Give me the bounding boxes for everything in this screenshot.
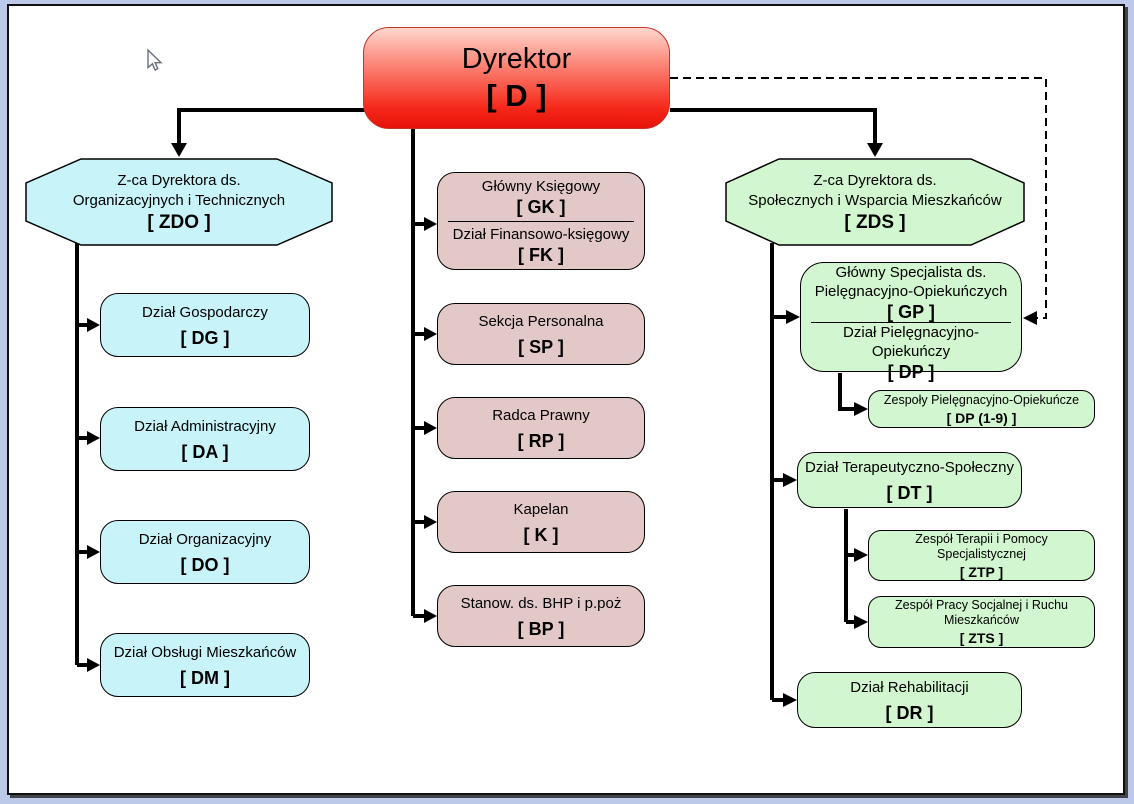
node-label: Dział Organizacyjny xyxy=(138,530,272,548)
node-title-line: Społecznych i Wsparcia Mieszkańców xyxy=(748,192,1002,209)
node-code: [ RP ] xyxy=(517,430,565,451)
node-zdo[interactable]: Z-ca Dyrektora ds. Organizacyjnych i Tec… xyxy=(25,158,333,246)
node-code: [ DO ] xyxy=(180,554,230,575)
node-code: [ DR ] xyxy=(885,702,934,723)
node-title-line: Z-ca Dyrektora ds. xyxy=(813,172,937,189)
node-title-line: Organizacyjnych i Technicznych xyxy=(72,192,286,209)
node-ztp[interactable]: Zespół Terapii i Pomocy Specjalistycznej… xyxy=(868,530,1095,581)
node-gk-fk[interactable]: Główny Księgowy [ GK ] Dział Finansowo-k… xyxy=(437,172,645,270)
node-da[interactable]: Dział Administracyjny [ DA ] xyxy=(100,407,310,471)
node-k[interactable]: Kapelan [ K ] xyxy=(437,491,645,553)
node-bp[interactable]: Stanow. ds. BHP i p.poż [ BP ] xyxy=(437,585,645,647)
node-zds[interactable]: Z-ca Dyrektora ds. Społecznych i Wsparci… xyxy=(725,158,1025,246)
mouse-cursor-icon xyxy=(145,48,163,77)
node-sp[interactable]: Sekcja Personalna [ SP ] xyxy=(437,303,645,365)
node-dt[interactable]: Dział Terapeutyczno-Społeczny [ DT ] xyxy=(797,452,1022,508)
node-label: Stanow. ds. BHP i p.poż xyxy=(460,594,622,612)
node-code: [ D ] xyxy=(486,78,547,113)
node-label: Dział Finansowo-księgowy xyxy=(452,226,630,244)
node-title-line: Z-ca Dyrektora ds. xyxy=(117,172,241,189)
node-label: Specjalistycznej xyxy=(937,546,1026,561)
node-label: Dział Obsługi Mieszkańców xyxy=(113,643,297,661)
node-code: [ DM ] xyxy=(180,667,230,688)
node-label: Dział Pielęgnacyjno-Opiekuńczy xyxy=(843,324,979,360)
node-dg[interactable]: Dział Gospodarczy [ DG ] xyxy=(100,293,310,357)
node-label: Zespoły Pielęgnacyjno-Opiekuńcze xyxy=(883,392,1080,407)
node-rp[interactable]: Radca Prawny [ RP ] xyxy=(437,397,645,459)
node-dp-1-9[interactable]: Zespoły Pielęgnacyjno-Opiekuńcze [ DP (1… xyxy=(868,390,1095,428)
node-label: Pielęgnacyjno-Opiekuńczych xyxy=(814,283,1008,300)
node-code: [ DT ] xyxy=(886,482,933,503)
node-code: [ DP ] xyxy=(887,362,935,382)
node-label: Mieszkańców xyxy=(943,613,1020,627)
node-code: [ ZDS ] xyxy=(844,212,906,233)
node-label: Główny Specjalista ds. xyxy=(835,264,987,281)
node-label: Sekcja Personalna xyxy=(478,312,604,330)
node-code: [ ZTP ] xyxy=(959,563,1004,580)
node-dm[interactable]: Dział Obsługi Mieszkańców [ DM ] xyxy=(100,633,310,697)
node-code: [ GK ] xyxy=(516,196,566,217)
node-code: [ ZTS ] xyxy=(959,630,1004,646)
node-label: Dział Gospodarczy xyxy=(142,303,268,321)
node-code: [ DG ] xyxy=(180,327,230,348)
node-code: [ FK ] xyxy=(518,245,564,266)
node-label: Kapelan xyxy=(513,500,569,518)
node-director[interactable]: Dyrektor [ D ] xyxy=(363,27,670,129)
node-label: Dział Administracyjny xyxy=(134,417,276,435)
node-code: [ GP ] xyxy=(887,302,935,322)
node-code: [ DP (1-9) ] xyxy=(946,409,1017,426)
node-code: [ BP ] xyxy=(517,618,565,639)
node-do[interactable]: Dział Organizacyjny [ DO ] xyxy=(100,520,310,584)
node-label: Zespół Pracy Socjalnej i Ruchu xyxy=(895,598,1068,612)
node-title: Dyrektor xyxy=(461,43,572,75)
node-code: [ DA ] xyxy=(181,441,229,462)
node-label: Dział Terapeutyczno-Społeczny xyxy=(805,458,1014,476)
node-code: [ SP ] xyxy=(518,336,564,357)
node-label: Zespół Terapii i Pomocy xyxy=(915,531,1048,546)
node-code: [ K ] xyxy=(523,524,559,545)
node-gp-dp[interactable]: Główny Specjalista ds. Pielęgnacyjno-Opi… xyxy=(800,262,1022,382)
node-code: [ ZDO ] xyxy=(147,212,211,233)
node-dr[interactable]: Dział Rehabilitacji [ DR ] xyxy=(797,672,1022,728)
node-label: Radca Prawny xyxy=(492,406,590,424)
node-zts[interactable]: Zespół Pracy Socjalnej i Ruchu Mieszkańc… xyxy=(868,596,1095,648)
node-label: Dział Rehabilitacji xyxy=(850,678,969,696)
node-label: Główny Księgowy xyxy=(481,177,601,195)
octagon-shape xyxy=(25,158,333,246)
